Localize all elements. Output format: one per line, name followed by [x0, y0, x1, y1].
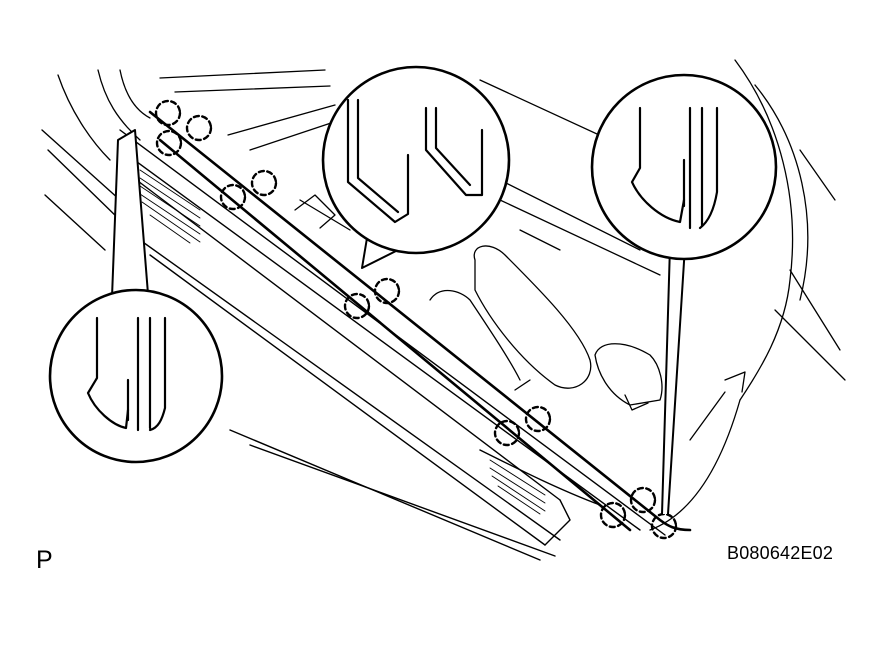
- vehicle-body-lines: [57, 59, 846, 531]
- detail-view-right: [590, 73, 778, 515]
- clip-marker: [599, 501, 627, 529]
- seat-shapes: [294, 194, 663, 411]
- plate-hatching: [139, 169, 546, 515]
- detail-view-center: [321, 65, 511, 269]
- clip-hooks-icon: [346, 98, 484, 224]
- plate-top-edge: [148, 110, 692, 532]
- view-code-label: P: [36, 546, 53, 574]
- clip-prying-tool-icon: [86, 316, 167, 432]
- clip-marker: [524, 405, 552, 433]
- clip-marker: [155, 129, 183, 157]
- clip-marker: [343, 292, 371, 320]
- clip-markers: [154, 99, 678, 540]
- clip-marker: [154, 99, 182, 127]
- clip-marker: [219, 183, 247, 211]
- clip-marker: [185, 114, 213, 142]
- clip-marker: [373, 277, 401, 305]
- clip-marker: [493, 419, 521, 447]
- clip-marker: [250, 169, 278, 197]
- clip-prying-tool-icon: [630, 106, 719, 230]
- figure-id-label: B080642E02: [727, 543, 834, 563]
- clip-marker: [629, 486, 657, 514]
- detail-view-left: [48, 129, 224, 464]
